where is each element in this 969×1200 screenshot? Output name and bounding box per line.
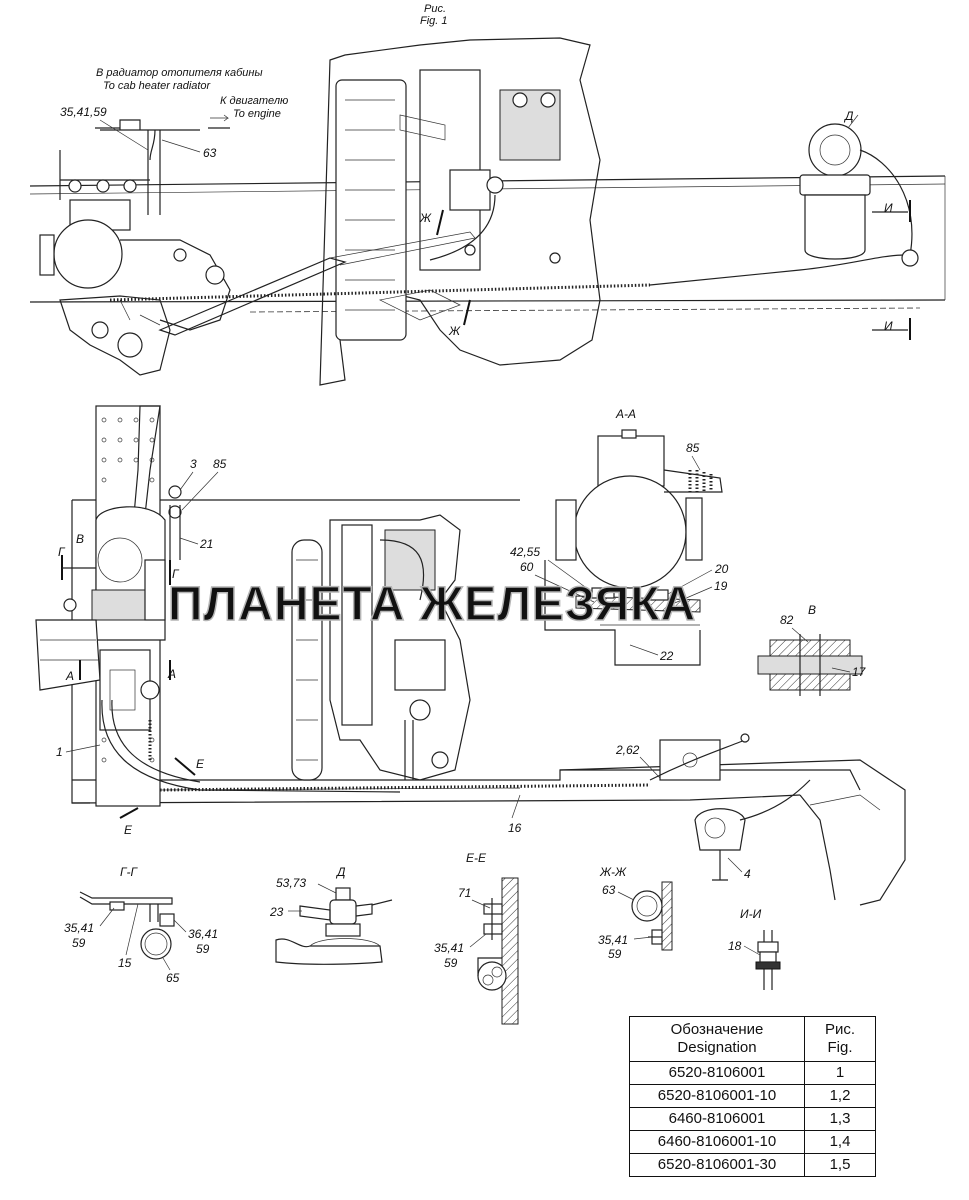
section-title-ii: И-И bbox=[740, 907, 762, 921]
callout-gg-65: 65 bbox=[166, 971, 180, 985]
callout-35-41-59: 35,41,59 bbox=[60, 105, 107, 119]
callout-aa-22: 22 bbox=[659, 649, 674, 663]
figure-label-en: Fig. 1 bbox=[420, 15, 448, 27]
callout-gg-15: 15 bbox=[118, 956, 132, 970]
callout-4: 4 bbox=[744, 867, 751, 881]
section-d bbox=[275, 887, 393, 965]
marker-g-right: Г bbox=[172, 567, 180, 581]
marker-g-left: Г bbox=[58, 545, 66, 559]
row-fig: 1,4 bbox=[804, 1130, 876, 1154]
callout-v-17: 17 bbox=[852, 665, 867, 679]
section-title-gg: Г-Г bbox=[120, 865, 139, 879]
marker-v: В bbox=[76, 532, 84, 546]
figure-label-ru: Рис. bbox=[424, 3, 446, 15]
section-title-aa: А-А bbox=[615, 407, 636, 421]
callout-85: 85 bbox=[213, 457, 227, 471]
row-designation: 6520-8106001-30 bbox=[629, 1153, 805, 1177]
row-designation: 6460-8106001-10 bbox=[629, 1130, 805, 1154]
section-i-i bbox=[755, 930, 781, 990]
caption-cab-heater-en: To cab heater radiator bbox=[103, 80, 212, 92]
callout-16: 16 bbox=[508, 821, 522, 835]
callout-aa-85: 85 bbox=[686, 441, 700, 455]
callout-3: 3 bbox=[190, 457, 197, 471]
callout-aa-19: 19 bbox=[714, 579, 728, 593]
caption-to-engine-en: To engine bbox=[233, 108, 281, 120]
callout-ee-59: 59 bbox=[444, 956, 458, 970]
callout-63: 63 bbox=[203, 146, 217, 160]
caption-to-engine-ru: К двигателю bbox=[220, 95, 288, 107]
callout-gg-59: 59 bbox=[72, 936, 86, 950]
marker-e-right: Е bbox=[196, 757, 205, 771]
marker-i-top: И bbox=[884, 201, 893, 215]
section-title-zhzh: Ж-Ж bbox=[599, 865, 627, 879]
callout-gg-59b: 59 bbox=[196, 942, 210, 956]
table-row: 6520-8106001 1 bbox=[629, 1061, 876, 1085]
section-title-v: В bbox=[808, 603, 816, 617]
section-title-d: Д bbox=[335, 865, 346, 879]
callout-aa-20: 20 bbox=[714, 562, 729, 576]
marker-zh-top: Ж bbox=[419, 211, 432, 225]
section-g-g bbox=[79, 891, 175, 960]
marker-a-left: А bbox=[65, 669, 74, 683]
section-title-ee: Е-Е bbox=[466, 851, 487, 865]
callout-gg-36-41: 36,41 bbox=[188, 927, 218, 941]
callout-ee-35-41: 35,41 bbox=[434, 941, 464, 955]
callout-zh-35-41: 35,41 bbox=[598, 933, 628, 947]
header-designation: Обозначение Designation bbox=[629, 1016, 805, 1062]
table-row: 6460-8106001 1,3 bbox=[629, 1107, 876, 1131]
callout-ii-18: 18 bbox=[728, 939, 742, 953]
callout-21: 21 bbox=[199, 537, 213, 551]
row-designation: 6520-8106001-10 bbox=[629, 1084, 805, 1108]
marker-i-bottom: И bbox=[884, 319, 893, 333]
table-row: 6520-8106001-30 1,5 bbox=[629, 1153, 876, 1177]
table-row: 6460-8106001-10 1,4 bbox=[629, 1130, 876, 1154]
watermark: ПЛАНЕТА ЖЕЛЕЗЯКА bbox=[168, 578, 696, 631]
section-v bbox=[757, 634, 863, 696]
row-fig: 1,3 bbox=[804, 1107, 876, 1131]
marker-e-bottom: Е bbox=[124, 823, 133, 837]
row-designation: 6520-8106001 bbox=[629, 1061, 805, 1085]
section-a-a bbox=[544, 429, 723, 666]
section-zh-zh bbox=[631, 881, 673, 951]
callout-2-62: 2,62 bbox=[615, 743, 640, 757]
caption-cab-heater-ru: В радиатор отопителя кабины bbox=[96, 67, 263, 79]
row-fig: 1,2 bbox=[804, 1084, 876, 1108]
row-designation: 6460-8106001 bbox=[629, 1107, 805, 1131]
callout-zh-63: 63 bbox=[602, 883, 616, 897]
plan-view bbox=[35, 405, 906, 906]
callout-d-53-73: 53,73 bbox=[276, 876, 306, 890]
callout-zh-59: 59 bbox=[608, 947, 622, 961]
callout-aa-60: 60 bbox=[520, 560, 534, 574]
marker-zh-bottom: Ж bbox=[448, 324, 461, 338]
row-fig: 1,5 bbox=[804, 1153, 876, 1177]
section-e-e bbox=[477, 877, 519, 1025]
top-side-view bbox=[29, 37, 946, 386]
table-header-row: Обозначение Designation Рис. Fig. bbox=[629, 1016, 876, 1062]
callout-v-82: 82 bbox=[780, 613, 794, 627]
callout-ee-71: 71 bbox=[458, 886, 471, 900]
callout-gg-35-41: 35,41 bbox=[64, 921, 94, 935]
callout-1: 1 bbox=[56, 745, 63, 759]
marker-a-right: А bbox=[167, 667, 176, 681]
header-fig: Рис. Fig. bbox=[804, 1016, 876, 1062]
table-row: 6520-8106001-10 1,2 bbox=[629, 1084, 876, 1108]
row-fig: 1 bbox=[804, 1061, 876, 1085]
marker-d: Д bbox=[843, 109, 854, 123]
callout-aa-42-55: 42,55 bbox=[510, 545, 540, 559]
callout-d-23: 23 bbox=[269, 905, 284, 919]
designation-table: Обозначение Designation Рис. Fig. 6520-8… bbox=[629, 1016, 876, 1177]
